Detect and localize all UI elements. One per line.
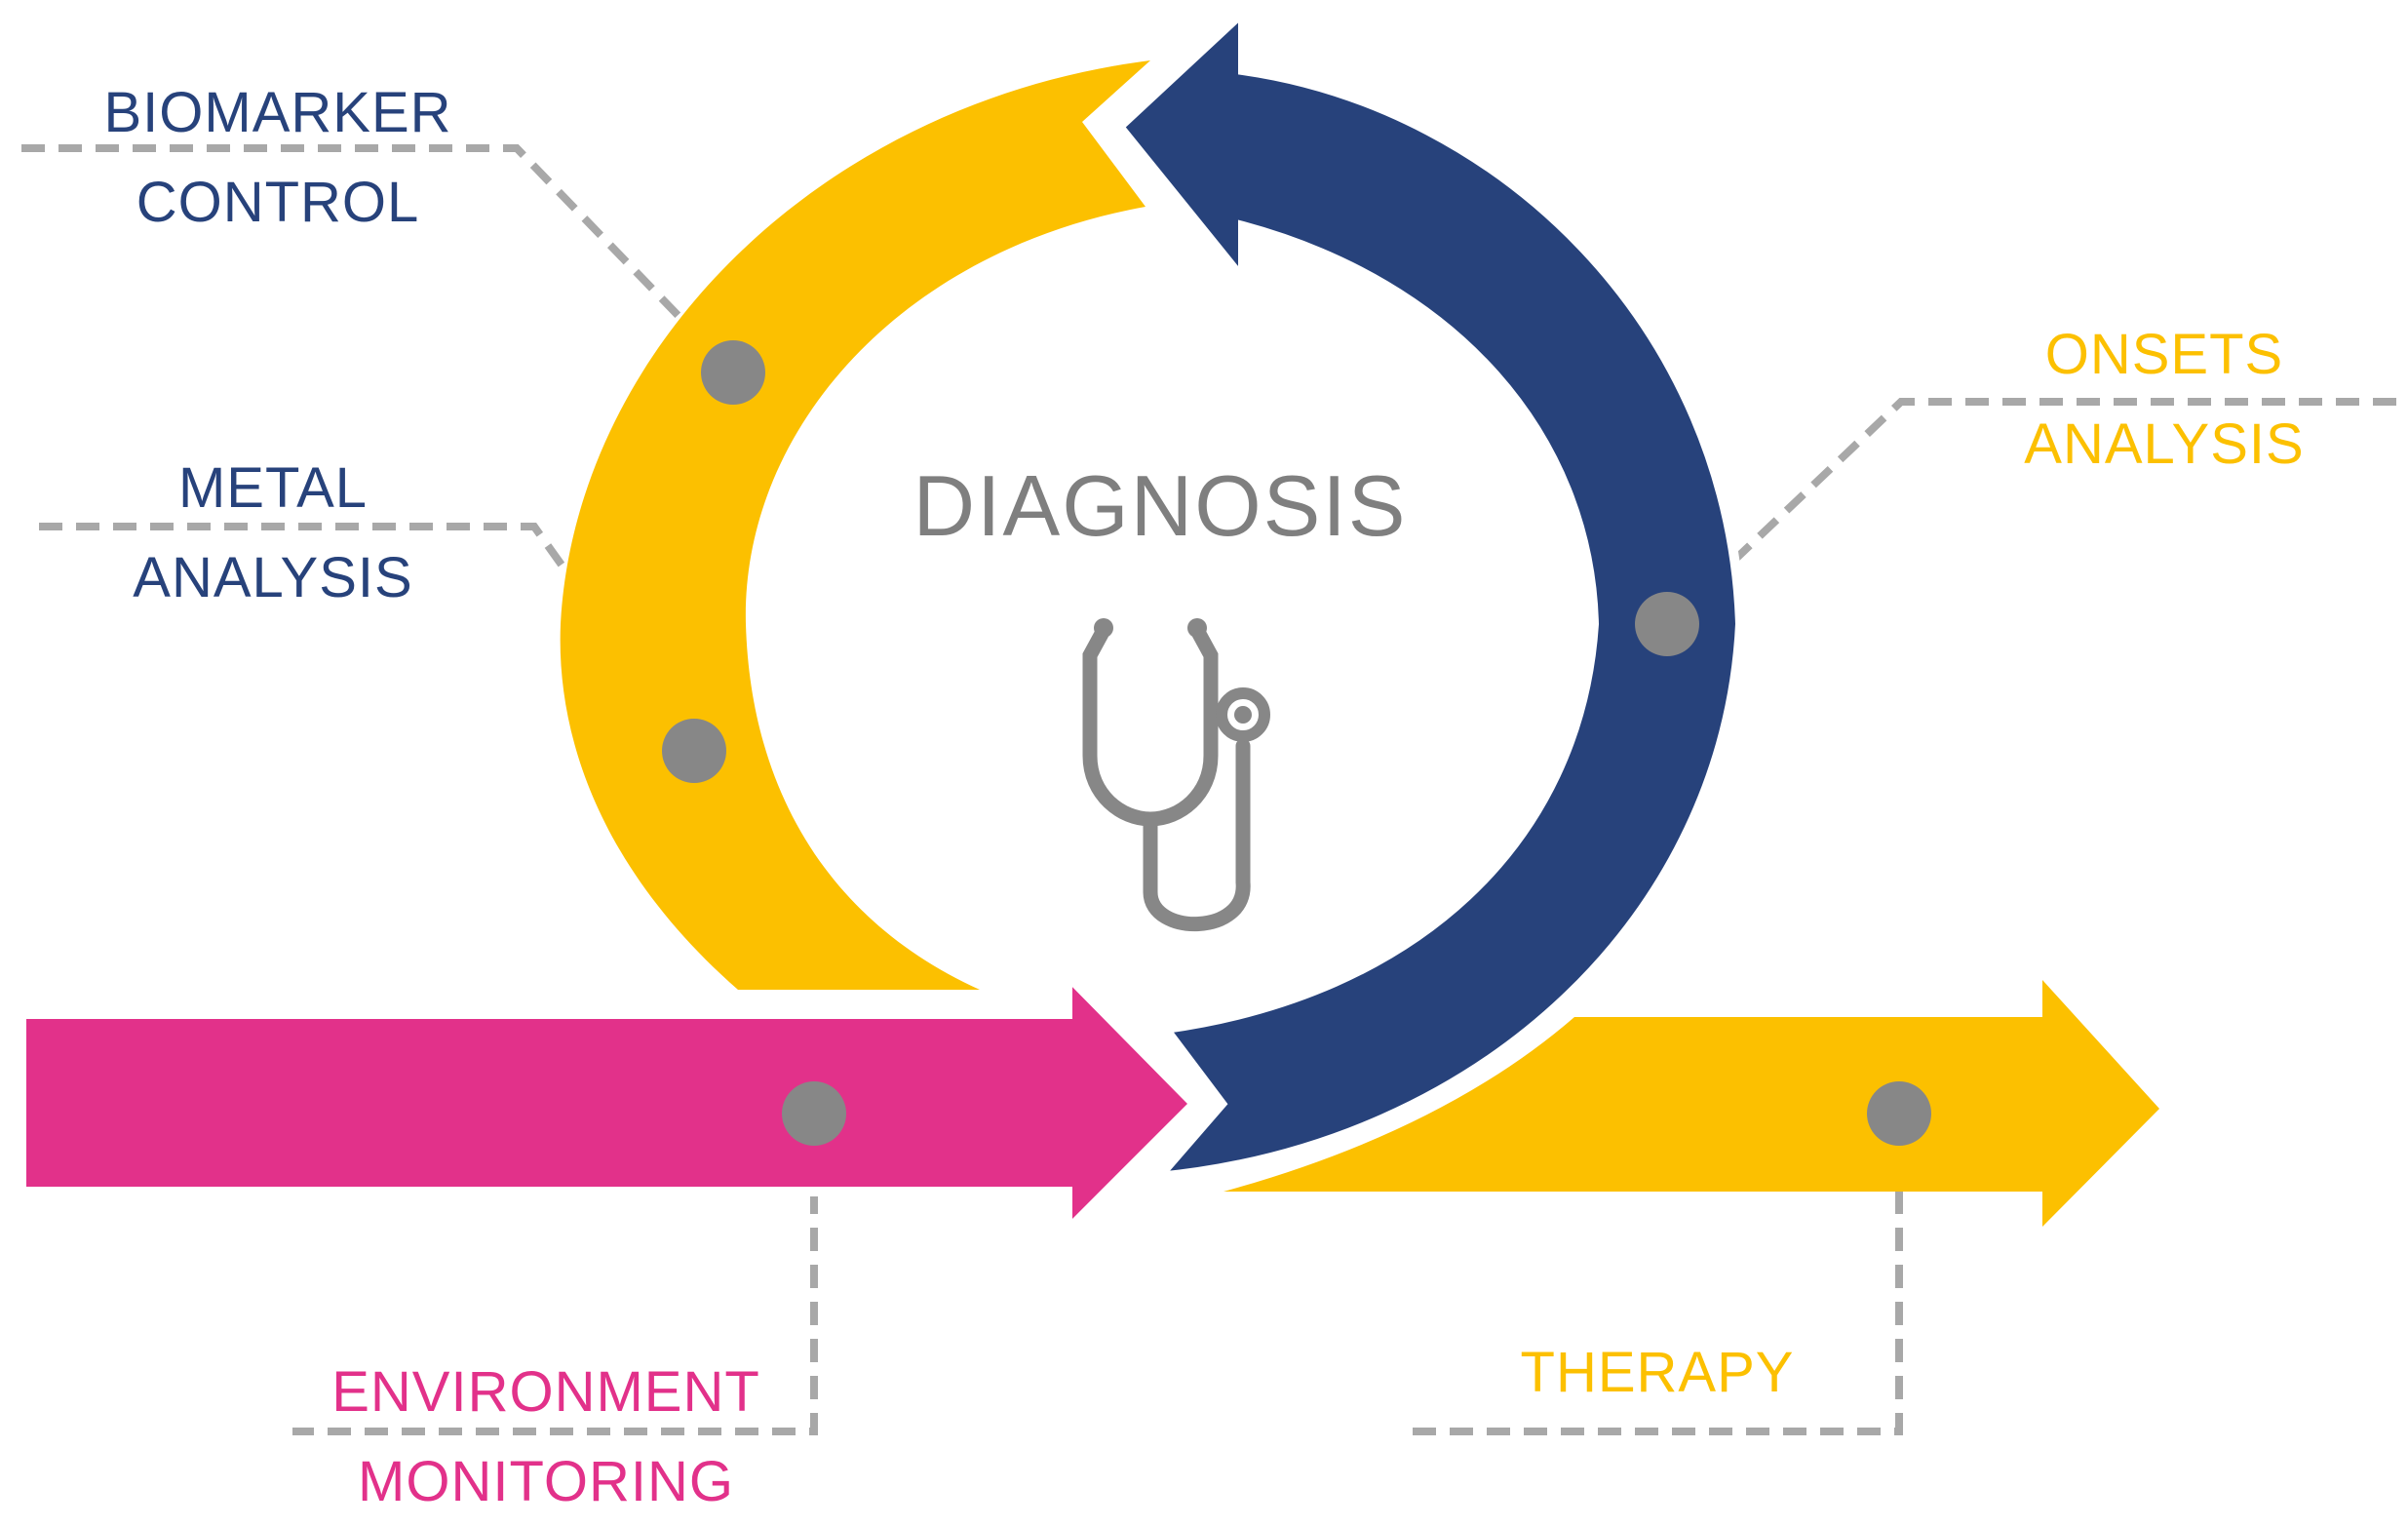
leader-onsets — [1664, 398, 2396, 627]
onsets-line-2: ANALYSIS — [2024, 412, 2305, 476]
therapy-label: THERAPY — [1492, 1328, 1823, 1418]
node-biomarker — [701, 340, 765, 405]
stethoscope-earpieces — [1094, 618, 1252, 724]
environment-line-1: ENVIRONMENT — [331, 1360, 760, 1424]
onsets-analysis-label: ONSETS ANALYSIS — [1979, 310, 2350, 489]
leader-biomarker — [21, 144, 736, 375]
biomarker-line-2: CONTROL — [136, 171, 420, 234]
environment-line-2: MONITORING — [358, 1450, 734, 1513]
biomarker-line-1: BIOMARKER — [103, 81, 452, 144]
stethoscope-icon — [1082, 626, 1270, 932]
metal-analysis-label: METAL ANALYSIS — [78, 444, 468, 623]
biomarker-control-label: BIOMARKER CONTROL — [58, 68, 497, 248]
node-environment — [782, 1081, 846, 1146]
environment-arrow — [17, 962, 1202, 1243]
onsets-line-1: ONSETS — [2044, 323, 2284, 386]
node-therapy — [1867, 1081, 1931, 1146]
therapy-arrow — [1223, 980, 2159, 1227]
node-dots — [662, 340, 1931, 1146]
metal-line-1: METAL — [177, 456, 369, 520]
node-metal — [662, 719, 726, 783]
leader-environment — [292, 1116, 818, 1435]
therapy-line-1: THERAPY — [1520, 1341, 1795, 1404]
leader-lines — [21, 144, 2396, 1435]
navy-cycle-arc — [1112, 0, 1746, 1184]
node-onsets — [1635, 592, 1699, 656]
diagnosis-title: DIAGNOSIS — [913, 457, 1408, 554]
leader-therapy — [1404, 1116, 1903, 1435]
environment-monitoring-label: ENVIRONMENT MONITORING — [292, 1348, 799, 1527]
metal-line-2: ANALYSIS — [133, 546, 413, 609]
